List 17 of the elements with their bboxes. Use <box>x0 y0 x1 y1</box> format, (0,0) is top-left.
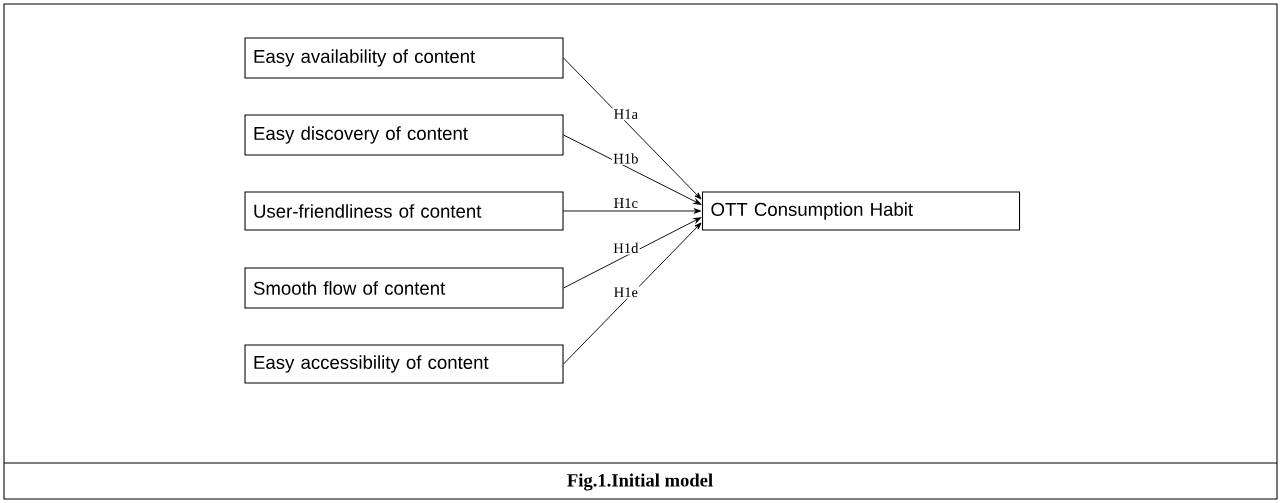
arrow <box>563 222 702 365</box>
factor-box: Smooth flow of content <box>244 267 564 309</box>
arrow <box>563 57 702 200</box>
arrow <box>563 217 702 289</box>
figure-caption: Fig.1.Initial model <box>567 473 713 491</box>
edge-label: H1a <box>612 107 640 121</box>
edge-label: H1d <box>611 241 640 255</box>
factor-box: Easy availability of content <box>244 37 564 79</box>
factor-box: Easy accessibility of content <box>244 344 564 384</box>
arrow <box>563 134 702 205</box>
edge-label: H1c <box>612 196 640 210</box>
factor-box: User-friendliness of content <box>244 191 564 231</box>
edge-label: H1b <box>611 151 640 165</box>
arrow <box>563 208 702 214</box>
factor-box: Easy discovery of content <box>244 114 564 156</box>
edge-label: H1e <box>612 286 640 299</box>
factor-box: OTT Consumption Habit <box>702 191 1021 231</box>
